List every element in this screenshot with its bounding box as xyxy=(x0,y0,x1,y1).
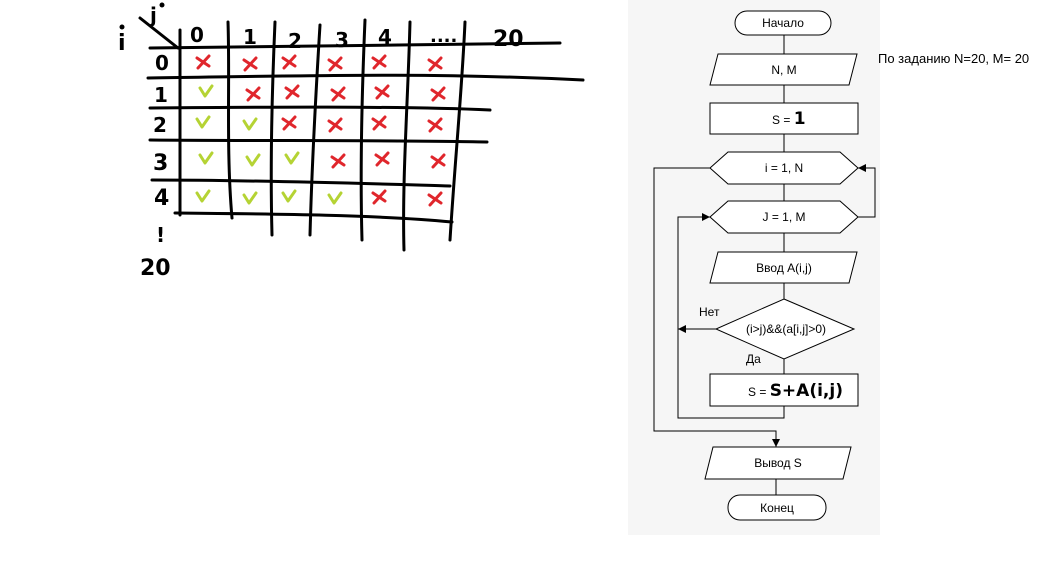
yes-label: Да xyxy=(746,352,761,366)
flowchart xyxy=(704,10,859,521)
cross-mark xyxy=(281,54,297,70)
check-mark xyxy=(242,191,258,205)
cross-mark xyxy=(284,84,300,100)
j-axis-label: j xyxy=(149,3,157,27)
cross-mark xyxy=(427,117,443,133)
check-mark xyxy=(198,84,214,98)
no-label: Нет xyxy=(699,305,720,319)
hand-grid xyxy=(138,16,585,252)
cross-mark xyxy=(281,115,297,131)
cross-mark xyxy=(427,56,443,72)
read-parallelogram xyxy=(709,251,858,284)
check-mark xyxy=(242,117,258,131)
sum-label: S = S+A(i,j) xyxy=(748,381,843,401)
flowchart-arrowheads xyxy=(678,164,866,447)
init-label-value: 1 xyxy=(794,109,806,129)
grid-vline xyxy=(226,20,234,220)
sum-label-expr: S+A(i,j) xyxy=(770,381,843,401)
sum-process xyxy=(709,373,859,407)
col-header: 3 xyxy=(335,28,349,52)
init-label-prefix: S = xyxy=(772,113,794,127)
inner-loop-return xyxy=(677,216,785,419)
cross-mark xyxy=(430,153,446,169)
i-axis-label: i xyxy=(118,31,126,56)
check-mark xyxy=(284,151,300,165)
grid-vline xyxy=(402,20,412,252)
col-header-ellipsis: .... xyxy=(430,26,457,47)
cross-mark xyxy=(374,151,390,167)
check-mark xyxy=(327,191,343,205)
cross-mark xyxy=(330,86,346,102)
i-dot xyxy=(119,24,125,30)
grid-hline xyxy=(148,41,562,50)
col-header: 2 xyxy=(288,29,302,53)
grid-vline xyxy=(448,20,467,242)
col-header: 0 xyxy=(190,23,204,47)
arrowhead xyxy=(678,325,686,333)
outer-loop-exit xyxy=(653,167,777,447)
grid-marks xyxy=(195,54,446,207)
check-mark xyxy=(281,189,297,203)
cross-mark xyxy=(374,84,390,100)
check-mark xyxy=(195,115,211,129)
cross-mark xyxy=(371,54,387,70)
row-header-ellipsis: ! xyxy=(156,223,165,247)
row-header: 3 xyxy=(153,151,168,176)
end-terminal xyxy=(727,494,827,521)
cross-mark xyxy=(195,54,211,70)
grid-hline xyxy=(150,178,452,188)
row-header: 1 xyxy=(154,83,168,107)
grid-vline xyxy=(308,23,322,237)
output-label: Вывод S xyxy=(754,456,802,470)
row-header: 2 xyxy=(153,113,167,137)
grid-hline xyxy=(148,105,492,112)
col-header-last: 20 xyxy=(493,27,524,52)
j-dot xyxy=(159,2,165,8)
loop-i-label: i = 1, N xyxy=(765,161,803,175)
row-header-last: 20 xyxy=(140,256,171,281)
init-label: S = 1 xyxy=(772,109,806,129)
grid-hline xyxy=(173,211,454,224)
input-parallelogram xyxy=(709,53,858,86)
outer-loop-return xyxy=(858,167,876,218)
cross-mark xyxy=(430,86,446,102)
row-header: 0 xyxy=(155,51,169,75)
col-header: 1 xyxy=(243,25,257,49)
input-label: N, M xyxy=(771,63,796,77)
corner-diagonal xyxy=(138,16,180,50)
arrowhead xyxy=(772,439,780,447)
check-mark xyxy=(195,189,211,203)
cross-mark xyxy=(427,191,443,207)
cross-mark xyxy=(371,115,387,131)
row-header: 4 xyxy=(154,186,169,211)
grid-hline xyxy=(148,138,489,144)
cross-mark xyxy=(371,189,387,205)
end-label: Конец xyxy=(760,501,794,515)
col-header: 4 xyxy=(378,25,392,49)
init-process xyxy=(709,102,859,135)
check-mark xyxy=(245,153,261,167)
output-parallelogram xyxy=(704,446,852,480)
start-terminal xyxy=(734,10,832,36)
check-mark xyxy=(198,151,214,165)
column-headers: 0 1 2 3 4 .... 20 xyxy=(190,23,524,53)
arrowhead xyxy=(858,164,866,172)
row-headers: 0 1 2 3 4 ! 20 xyxy=(140,51,171,281)
sum-label-prefix: S = xyxy=(748,385,770,399)
grid-vline xyxy=(359,18,367,242)
grid-vline xyxy=(269,20,277,237)
task-note: По заданию N=20, M= 20 xyxy=(878,51,1030,66)
start-label: Начало xyxy=(762,16,804,30)
condition-label: (i>j)&&(a[i,j]>0) xyxy=(746,322,826,336)
cross-mark xyxy=(327,117,343,133)
cross-mark xyxy=(242,56,258,72)
cross-mark xyxy=(245,86,261,102)
cross-mark xyxy=(330,153,346,169)
cross-mark xyxy=(327,56,343,72)
read-label: Ввод A(i,j) xyxy=(756,261,812,275)
arrowhead xyxy=(702,213,710,221)
loop-j-label: J = 1, M xyxy=(762,210,805,224)
grid-hline xyxy=(146,73,585,82)
